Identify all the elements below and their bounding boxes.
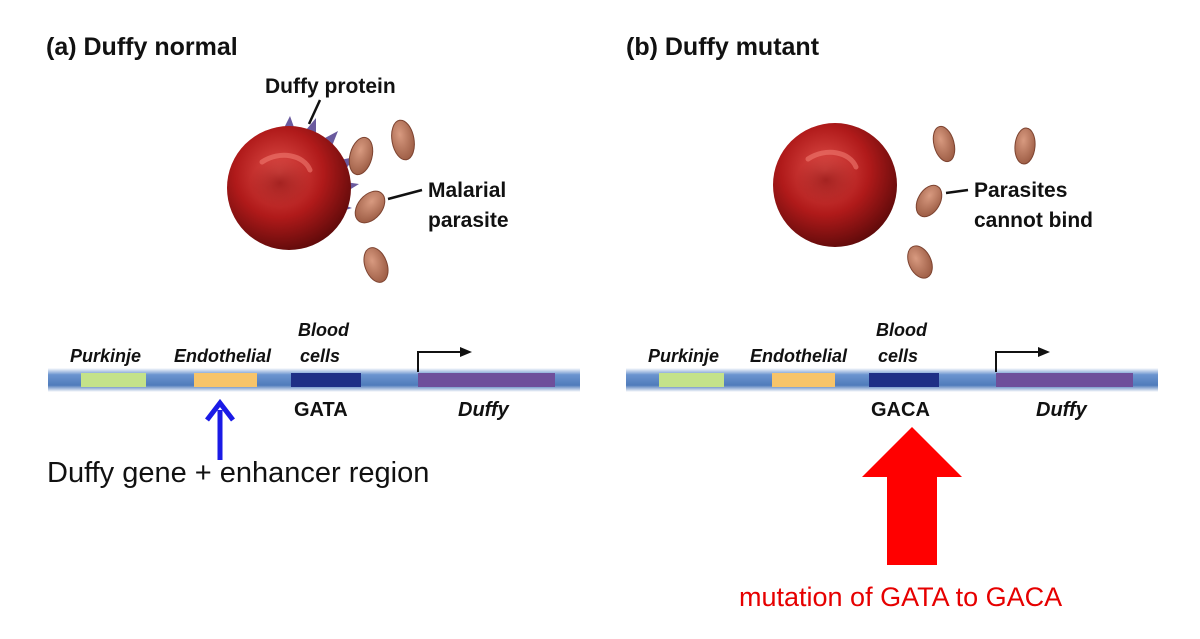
parasite-leader bbox=[387, 188, 423, 201]
duffy-protein-leader bbox=[307, 99, 322, 125]
panel-a-title: (a) Duffy normal bbox=[46, 33, 238, 61]
purkinje-label-b: Purkinje bbox=[648, 346, 719, 366]
transcription-start-arrow-a bbox=[417, 347, 472, 372]
transcription-start-arrow-b bbox=[995, 347, 1050, 372]
parasites-b bbox=[907, 125, 1036, 279]
dna-strand-b bbox=[626, 368, 1158, 392]
malarial-label-line2: parasite bbox=[428, 209, 509, 232]
blue-up-arrow bbox=[205, 398, 235, 460]
blood-cell-enhancer-b bbox=[869, 373, 939, 387]
purkinje-enhancer-a bbox=[81, 373, 146, 387]
endothelial-enhancer-a bbox=[194, 373, 257, 387]
blood-label-b-line2: cells bbox=[878, 346, 918, 366]
gata-site-label: GATA bbox=[294, 399, 348, 421]
red-up-arrow bbox=[862, 427, 962, 565]
red-blood-cell-b bbox=[773, 123, 897, 247]
dna-strand-a bbox=[48, 368, 580, 392]
gaca-site-label: GACA bbox=[871, 399, 930, 421]
blood-label-b-line1: Blood bbox=[876, 320, 928, 340]
mutation-caption: mutation of GATA to GACA bbox=[739, 582, 1062, 612]
panel-b: (b) Duffy mutant Parasites cannot bind bbox=[626, 33, 1158, 612]
purkinje-label-a: Purkinje bbox=[70, 346, 141, 366]
duffy-gene-a bbox=[418, 373, 555, 387]
purkinje-enhancer-b bbox=[659, 373, 724, 387]
endothelial-enhancer-b bbox=[772, 373, 835, 387]
duffy-gene-label-a: Duffy bbox=[458, 399, 510, 421]
panel-a: (a) Duffy normal Duffy protein bbox=[46, 33, 580, 489]
endothelial-label-b: Endothelial bbox=[750, 346, 848, 366]
cannot-bind-label-line2: cannot bind bbox=[974, 209, 1093, 232]
duffy-gene-label-b: Duffy bbox=[1036, 399, 1088, 421]
malarial-label-line1: Malarial bbox=[428, 179, 506, 202]
blood-label-a-line2: cells bbox=[300, 346, 340, 366]
endothelial-label-a: Endothelial bbox=[174, 346, 272, 366]
duffy-gene-b bbox=[996, 373, 1133, 387]
enhancer-caption: Duffy gene + enhancer region bbox=[47, 457, 429, 489]
blood-cell-enhancer-a bbox=[291, 373, 361, 387]
duffy-protein-label: Duffy protein bbox=[265, 75, 396, 98]
blood-label-a-line1: Blood bbox=[298, 320, 350, 340]
parasites-leader bbox=[945, 188, 969, 195]
red-blood-cell-a bbox=[227, 116, 359, 250]
cannot-bind-label-line1: Parasites bbox=[974, 179, 1067, 202]
panel-b-title: (b) Duffy mutant bbox=[626, 33, 820, 61]
parasites-a bbox=[348, 119, 415, 283]
